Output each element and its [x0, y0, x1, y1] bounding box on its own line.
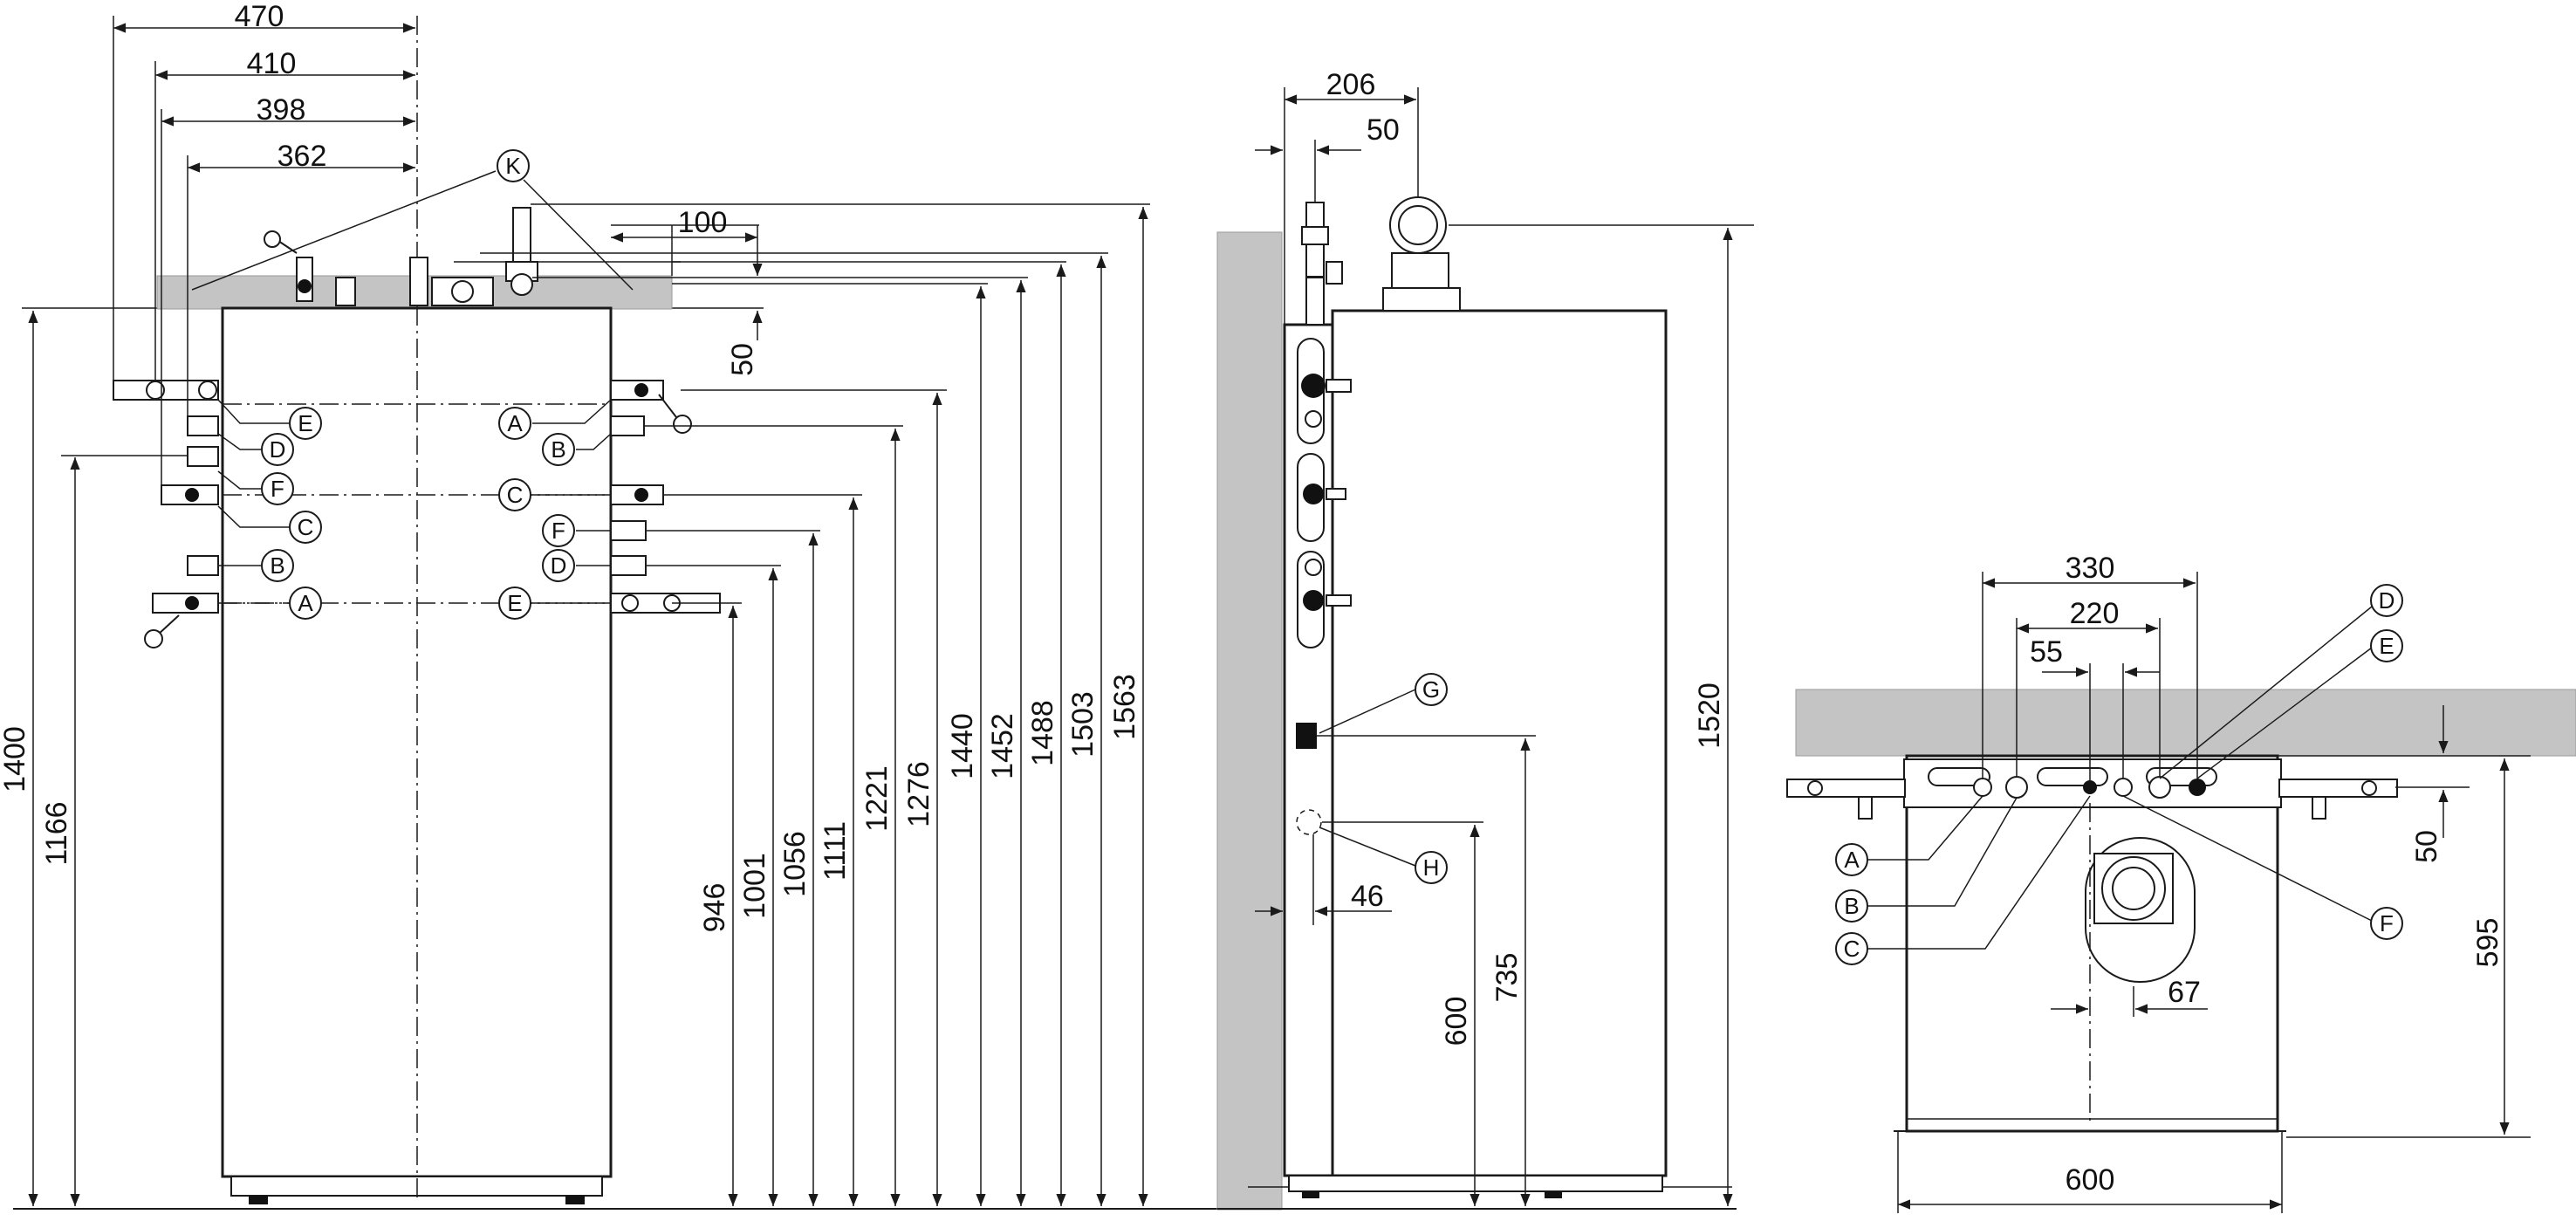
front-left-fittings [113, 380, 219, 648]
front-left-label-c: C [298, 514, 314, 540]
dim-1400: 1400 [0, 726, 31, 792]
dim-67: 67 [2168, 976, 2201, 1009]
front-right-label-b: B [551, 436, 565, 463]
front-left-labels: E D F C B A [217, 399, 322, 620]
top-dim-600: 600 [1897, 1131, 2283, 1213]
top-label-c: C [1844, 936, 1860, 962]
dim-1452: 1452 [986, 713, 1019, 779]
top-wall [1795, 689, 2576, 757]
side-base [1288, 1175, 1663, 1192]
side-dim-46: 46 [1255, 834, 1392, 925]
dim-1001: 1001 [738, 853, 771, 919]
side-flue [1382, 196, 1461, 312]
dim-220: 220 [2070, 597, 2120, 630]
front-left-heights: 1400 1166 [0, 311, 188, 1206]
front-right-label-c: C [507, 482, 524, 508]
dim-1166: 1166 [40, 801, 73, 865]
dim-46: 46 [1351, 880, 1384, 913]
dim-55: 55 [2030, 635, 2063, 669]
top-right-fittings [2278, 779, 2398, 820]
top-left-labels: A B C [1835, 795, 2091, 965]
dim-100: 100 [678, 206, 728, 239]
side-column-top-fitting [1301, 202, 1343, 326]
dim-1563: 1563 [1108, 674, 1141, 740]
dim-398: 398 [257, 93, 306, 127]
dim-1276: 1276 [902, 761, 935, 827]
front-foot-left [249, 1196, 268, 1204]
label-g: G [1422, 676, 1440, 703]
top-label-e: E [2379, 633, 2394, 659]
dim-600-side: 600 [1440, 997, 1473, 1046]
dim-470: 470 [235, 0, 284, 33]
front-label-k: K [191, 149, 634, 291]
side-top-dimensions: 206 50 [1255, 68, 1419, 325]
dim-1111: 1111 [819, 821, 852, 881]
front-right-labels: A B C F D E [498, 399, 612, 620]
side-wall [1216, 231, 1283, 1211]
dim-946: 946 [698, 883, 731, 933]
side-height-dimensions: 600 735 [1317, 735, 1536, 1206]
top-label-b: B [1844, 893, 1859, 919]
front-offset-dimensions: 100 50 [611, 206, 763, 376]
front-right-label-e: E [507, 590, 522, 616]
dim-1503: 1503 [1066, 691, 1100, 758]
side-connection-column [1283, 323, 1334, 1177]
dim-206: 206 [1326, 68, 1376, 101]
side-labels: G H [1319, 673, 1448, 884]
dim-362: 362 [277, 140, 327, 173]
top-left-fittings [1786, 779, 1906, 820]
dim-front-50: 50 [726, 343, 759, 376]
side-dim-1520: 1520 [1449, 224, 1754, 1206]
dim-1221: 1221 [860, 765, 894, 832]
front-view: 470 410 398 362 100 50 1400 1166 [0, 0, 1239, 1210]
front-left-label-a: A [298, 590, 313, 616]
dim-410: 410 [247, 47, 297, 80]
dim-side-50: 50 [1367, 113, 1400, 147]
dim-1520: 1520 [1693, 683, 1726, 749]
front-right-label-d: D [551, 552, 567, 579]
top-view: 330 220 55 50 595 67 600 [1786, 552, 2576, 1213]
side-view: 206 50 46 600 735 1520 [1216, 68, 1754, 1211]
dim-1440: 1440 [946, 713, 979, 779]
front-right-heights: 946 1001 1056 1111 1221 1276 1440 1452 1… [531, 203, 1150, 1206]
top-label-d: D [2379, 587, 2395, 614]
front-right-fittings [610, 380, 721, 614]
top-right-labels: D E F [2122, 584, 2403, 940]
dim-1488: 1488 [1026, 700, 1059, 766]
front-left-label-e: E [298, 410, 312, 436]
top-depth-dimensions: 50 595 [2278, 705, 2531, 1138]
top-dim-67: 67 [2051, 976, 2208, 1017]
front-top-fittings [264, 207, 681, 306]
front-left-label-d: D [270, 436, 286, 463]
label-k: K [505, 153, 521, 179]
front-foot-right [565, 1196, 585, 1204]
front-top-dimensions: 470 410 398 362 [113, 0, 415, 485]
front-left-label-b: B [270, 552, 284, 579]
dim-top-600: 600 [2066, 1163, 2115, 1197]
front-left-label-f: F [271, 476, 284, 502]
top-label-a: A [1844, 847, 1860, 873]
top-label-f: F [2380, 910, 2394, 936]
side-housing [1331, 309, 1668, 1177]
dim-735: 735 [1490, 953, 1524, 1003]
top-width-dimensions: 330 220 55 [1982, 552, 2198, 780]
front-right-label-a: A [507, 410, 523, 436]
dim-595: 595 [2471, 918, 2504, 968]
dim-330: 330 [2066, 552, 2115, 585]
label-h: H [1423, 854, 1440, 881]
front-right-label-f: F [552, 518, 565, 544]
dim-1056: 1056 [778, 831, 812, 897]
dim-top-50: 50 [2410, 830, 2443, 863]
